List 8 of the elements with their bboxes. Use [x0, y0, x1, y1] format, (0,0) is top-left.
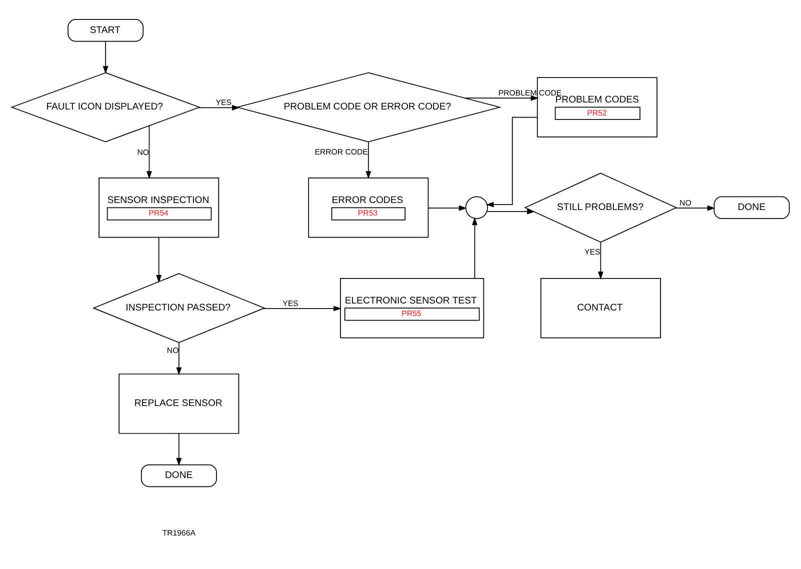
edge-label: YES: [282, 299, 298, 308]
edge-label: YES: [584, 248, 600, 257]
label: TR1966A: [162, 528, 196, 538]
edge-label: NO: [166, 346, 179, 355]
edge-label: NO: [680, 198, 692, 208]
edge-label: NO: [137, 148, 150, 158]
edge-label: YES: [216, 98, 232, 108]
edge-label: ERROR CODE: [314, 147, 368, 156]
